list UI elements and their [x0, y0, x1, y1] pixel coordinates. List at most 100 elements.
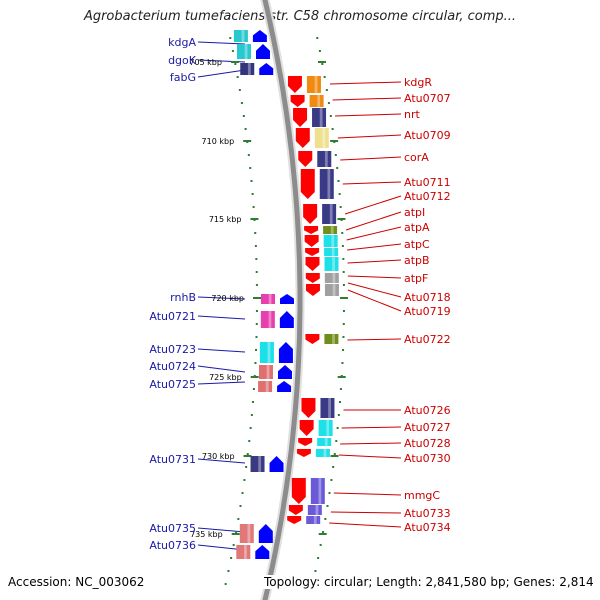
gene-label-atpi: atpI: [404, 206, 425, 219]
gene-box-highlight: [323, 449, 327, 457]
gene-label-atu0734: Atu0734: [404, 521, 451, 534]
gene-leader-line: [344, 195, 402, 215]
gene-leader-line: [197, 69, 246, 78]
gene-box-fill: [318, 420, 333, 436]
gene-label-atu0725: Atu0725: [149, 378, 196, 391]
gene-arrow: [252, 30, 267, 42]
ruler-dot-left: [255, 310, 258, 312]
gene-arrow: [305, 248, 320, 256]
gene-color-box: [323, 226, 338, 234]
gene-box-highlight: [319, 108, 323, 127]
gene-color-box: [314, 128, 329, 148]
gene-label-nrt: nrt: [404, 108, 420, 121]
gene-color-box: [319, 169, 334, 199]
gene-box-fill: [259, 342, 274, 363]
gene-box-highlight: [266, 365, 270, 379]
gene-leader-line: [330, 511, 402, 514]
gene-box-fill: [258, 365, 273, 379]
ruler-dot-right: [342, 336, 345, 338]
gene-box-fill: [324, 284, 339, 296]
ruler-dot-left: [250, 414, 253, 416]
ruler-dot-left: [235, 531, 238, 533]
gene-box-highlight: [244, 545, 247, 559]
map-title: Agrobacterium tumefaciens str. C58 chrom…: [83, 9, 517, 24]
gene-color-box: [239, 524, 254, 543]
gene-color-box: [306, 516, 321, 524]
ruler-dot-right: [318, 50, 321, 52]
gene-labels: kdgAdgoKfabGrnhBAtu0721Atu0723Atu0724Atu…: [149, 36, 450, 552]
gene-label-atu0719: Atu0719: [404, 305, 451, 318]
gene-color-box: [317, 151, 332, 167]
gene-arrow: [291, 478, 306, 504]
gene-arrow: [295, 128, 310, 148]
ruler-dot-left: [247, 154, 250, 156]
ruler-dot-right: [314, 570, 317, 572]
gene-box-fill: [324, 257, 339, 271]
ruler-dot-left: [229, 37, 232, 39]
gene-box-fill: [314, 128, 329, 148]
gene-box-highlight: [324, 151, 328, 167]
ruler-dot-left: [254, 245, 257, 247]
gene-box-highlight: [332, 284, 336, 296]
gene-color-box: [233, 30, 248, 42]
gene-arrow: [305, 257, 320, 271]
gene-label-atu0711: Atu0711: [404, 176, 451, 189]
gene-leader-line: [335, 113, 402, 117]
scale-tick-label: 720 kbp: [211, 294, 244, 303]
gene-box-highlight: [326, 420, 330, 436]
ruler-dot-right: [327, 102, 330, 104]
ruler-dot-left: [255, 271, 258, 273]
ruler-dot-right: [337, 414, 340, 416]
ruler-dot-right: [341, 245, 344, 247]
gene-arrow: [279, 294, 294, 304]
gene-color-box: [260, 311, 275, 328]
gene-arrow: [288, 505, 303, 515]
ruler-dot-right: [336, 167, 339, 169]
accession-label: Accession: NC_003062: [8, 575, 145, 589]
gene-color-box: [250, 456, 265, 472]
gene-label-atu0709: Atu0709: [404, 129, 451, 142]
gene-color-box: [324, 273, 339, 283]
gene-leader-line: [197, 348, 246, 353]
ruler-dot-right: [316, 37, 319, 39]
gene-box-fill: [310, 478, 325, 504]
gene-color-box: [307, 505, 322, 515]
gene-box-fill: [306, 76, 321, 93]
gene-color-box: [312, 108, 327, 127]
gene-color-box: [315, 449, 330, 457]
ruler-dot-right: [339, 206, 342, 208]
gene-leader-line: [329, 522, 402, 528]
gene-arrow: [303, 204, 318, 224]
ruler-dot-right: [323, 76, 326, 78]
ruler-dot-right: [332, 466, 335, 468]
scale-tick-label: 725 kbp: [209, 373, 242, 382]
gene-color-box: [322, 204, 337, 224]
gene-arrow: [298, 438, 313, 446]
ruler-dot-right: [341, 362, 344, 364]
gene-leader-line: [333, 492, 402, 496]
gene-color-box: [240, 63, 255, 75]
gene-box-fill: [317, 438, 332, 446]
gene-arrow: [300, 169, 315, 199]
ruler-dot-left: [245, 466, 248, 468]
gene-box-fill: [324, 248, 339, 256]
ruler-dot-left: [248, 440, 251, 442]
ruler-dot-right: [338, 193, 341, 195]
scale-tick-label: 730 kbp: [202, 452, 235, 461]
gene-box-highlight: [332, 273, 336, 283]
gene-box-highlight: [332, 257, 335, 271]
gene-box-highlight: [268, 294, 272, 304]
gene-color-box: [324, 257, 339, 271]
gene-box-fill: [323, 235, 338, 247]
ruler-dot-left: [239, 505, 242, 507]
gene-label-atpb: atpB: [404, 254, 430, 267]
ruler-dot-left: [232, 544, 235, 546]
gene-box-highlight: [331, 235, 335, 247]
gene-box-highlight: [241, 30, 245, 42]
ruler-dot-left: [224, 583, 227, 585]
gene-box-fill: [319, 169, 334, 199]
gene-leader-line: [329, 81, 402, 85]
gene-box-fill: [324, 273, 339, 283]
ruler-dot-right: [325, 89, 328, 91]
